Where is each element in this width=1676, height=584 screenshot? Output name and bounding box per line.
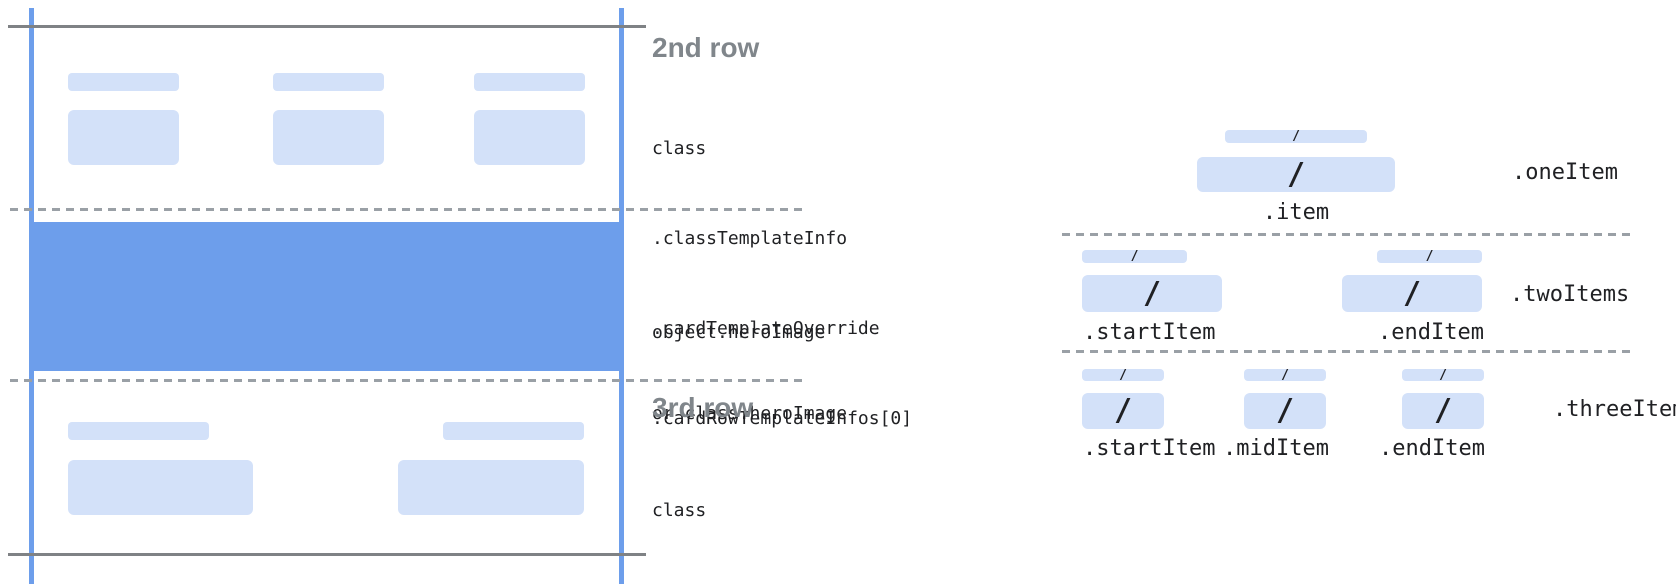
slash-glyph: /: [1402, 275, 1422, 311]
slash-glyph: /: [1281, 367, 1289, 383]
two-items-start-label: .startItem: [1083, 320, 1216, 345]
hero-image-placeholder: [34, 222, 619, 371]
hero-top-dashed-line: [10, 208, 802, 211]
hero-code-path: object.heroImage or class.heroImage: [652, 265, 847, 481]
code-line: object.heroImage: [652, 322, 826, 343]
slash-glyph: /: [1130, 249, 1139, 264]
second-row-code-path: class .classTemplateInfo .cardTemplateOv…: [652, 74, 912, 494]
slash-glyph: /: [1439, 367, 1447, 383]
three-items-dashed-divider: [1062, 350, 1630, 353]
card-right-guide-line: [619, 8, 624, 584]
row2-col2-value-placeholder: [273, 110, 384, 165]
three-items-mid-label-bar: /: [1244, 367, 1326, 383]
row3-col1-value-placeholder: [68, 460, 253, 515]
slash-glyph: /: [1433, 393, 1453, 428]
code-line: or class.heroImage: [652, 403, 848, 424]
two-items-end-label: .endItem: [1378, 320, 1484, 345]
two-items-start-label-bar: /: [1082, 250, 1187, 263]
row2-col1-label-placeholder: [68, 73, 179, 91]
card-bottom-border: [8, 553, 646, 556]
two-items-end-label-bar: /: [1377, 250, 1482, 263]
row2-col3-value-placeholder: [474, 110, 585, 165]
card-left-guide-line: [29, 8, 34, 584]
row2-col3-label-placeholder: [474, 73, 585, 91]
third-row-heading: 3rd row: [652, 392, 754, 423]
row2-col1-value-placeholder: [68, 110, 179, 165]
three-items-start-label-bar: /: [1082, 367, 1164, 383]
code-line: .classTemplateInfo: [652, 228, 848, 249]
code-line: .cardTemplateOverride: [652, 318, 880, 339]
three-items-end-value-bar: /: [1402, 393, 1484, 429]
three-items-end-label: .endItem: [1379, 436, 1485, 461]
slash-glyph: /: [1142, 275, 1162, 311]
code-line: class: [652, 500, 707, 521]
row2-col2-label-placeholder: [273, 73, 384, 91]
code-line: .cardRowTemplateInfos[0]: [652, 408, 913, 429]
slash-glyph: /: [1275, 393, 1295, 428]
three-items-row-label: .threeItems: [1553, 397, 1676, 422]
two-items-row-label: .twoItems: [1510, 282, 1630, 307]
third-row-code-path: class .classTemplateInfo .cardTemplateOv…: [652, 436, 912, 584]
one-item-item-label: .item: [1262, 200, 1330, 225]
code-line: class: [652, 138, 707, 159]
slash-glyph: /: [1113, 393, 1133, 428]
row3-col2-value-placeholder: [398, 460, 584, 515]
two-items-end-value-bar: /: [1342, 275, 1482, 312]
three-items-end-label-bar: /: [1402, 367, 1484, 383]
slash-glyph: /: [1286, 156, 1306, 192]
slash-glyph: /: [1119, 367, 1127, 383]
row3-col2-label-placeholder: [443, 422, 584, 440]
row3-col1-label-placeholder: [68, 422, 209, 440]
second-row-heading: 2nd row: [652, 32, 760, 63]
three-items-start-value-bar: /: [1082, 393, 1164, 429]
one-item-label-bar: /: [1225, 130, 1367, 143]
card-top-border: [8, 25, 646, 28]
slash-glyph: /: [1425, 249, 1434, 264]
two-items-dashed-divider: [1062, 233, 1630, 236]
three-items-mid-label: .midItem: [1223, 436, 1329, 461]
three-items-mid-value-bar: /: [1244, 393, 1326, 429]
three-items-start-label: .startItem: [1083, 436, 1216, 461]
one-item-value-bar: /: [1197, 157, 1395, 192]
two-items-start-value-bar: /: [1082, 275, 1222, 312]
slash-glyph: /: [1292, 129, 1300, 144]
hero-bottom-dashed-line: [10, 379, 802, 382]
one-item-row-label: .oneItem: [1512, 160, 1618, 185]
